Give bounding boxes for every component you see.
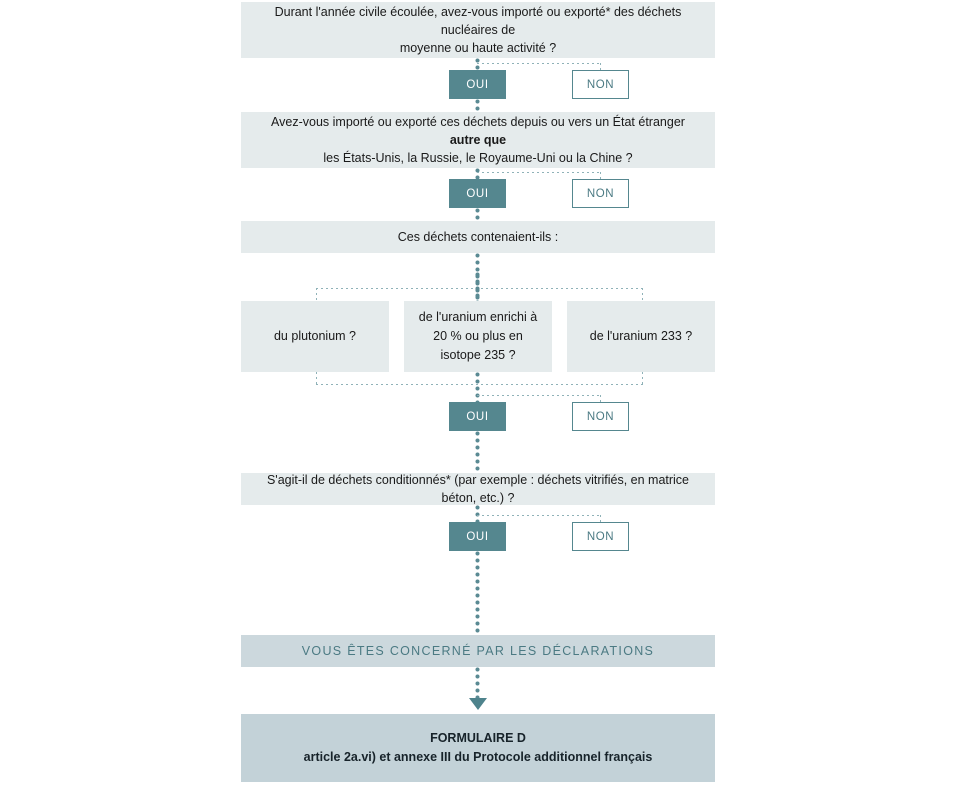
branch-q2-to-non2 <box>477 172 601 173</box>
question-3-line-1: Ces déchets contenaient-ils : <box>397 230 559 244</box>
connector-into-middle-option <box>475 272 480 301</box>
connector-oui2-to-q3 <box>475 208 480 221</box>
yes-button-1[interactable]: OUI <box>449 70 506 99</box>
bracket-options-bottom-right-leg <box>642 372 643 385</box>
yes-button-2[interactable]: OUI <box>449 179 506 208</box>
question-box-2: Avez-vous importé ou exporté ces déchets… <box>241 112 715 168</box>
branch-q4-to-non4 <box>477 515 601 516</box>
option-uranium-enrichi-line-2: à 20 % ou plus en <box>433 310 538 343</box>
connector-q2-to-oui2 <box>475 168 480 181</box>
connector-oui1-to-q2 <box>475 99 480 113</box>
no-button-1[interactable]: NON <box>572 70 629 99</box>
option-uranium-enrichi-line-1: de l'uranium enrichi <box>418 310 527 324</box>
connector-options-to-oui3 <box>475 372 480 403</box>
option-plutonium-label: du plutonium ? <box>273 329 356 343</box>
bracket-options-top-right-leg <box>642 288 643 301</box>
question-2-line-1-normal: Avez-vous importé ou exporté ces déchets… <box>271 115 685 129</box>
no-button-4[interactable]: NON <box>572 522 629 551</box>
option-box-uranium-233: de l'uranium 233 ? <box>567 301 715 372</box>
form-title: FORMULAIRE D <box>430 731 526 745</box>
bracket-options-bottom-left-leg <box>316 372 317 385</box>
question-box-3: Ces déchets contenaient-ils : <box>241 221 715 253</box>
arrow-head-icon <box>469 698 487 710</box>
yes-button-3[interactable]: OUI <box>449 402 506 431</box>
option-uranium-233-label: de l'uranium 233 ? <box>589 329 693 343</box>
option-uranium-enrichi-line-3: isotope 235 ? <box>440 348 516 362</box>
question-1-line-1: Durant l'année civile écoulée, avez-vous… <box>274 5 682 37</box>
form-result-box: FORMULAIRE D article 2a.vi) et annexe II… <box>241 714 715 782</box>
bracket-options-top-left-leg <box>316 288 317 301</box>
question-box-1: Durant l'année civile écoulée, avez-vous… <box>241 2 715 58</box>
connector-banner-to-form <box>475 667 480 700</box>
branch-leg-non4 <box>600 515 601 522</box>
no-button-2[interactable]: NON <box>572 179 629 208</box>
question-4-line-1: S'agit-il de déchets conditionnés* (par … <box>266 473 690 505</box>
branch-q1-to-non1 <box>477 63 601 64</box>
question-2-line-2: les États-Unis, la Russie, le Royaume-Un… <box>323 151 633 165</box>
question-1-line-2: moyenne ou haute activité ? <box>399 41 557 55</box>
branch-leg-non3 <box>600 395 601 402</box>
connector-oui4-to-banner <box>475 551 480 635</box>
option-box-plutonium: du plutonium ? <box>241 301 389 372</box>
result-banner: VOUS ÊTES CONCERNÉ PAR LES DÉCLARATIONS <box>241 635 715 667</box>
no-button-3[interactable]: NON <box>572 402 629 431</box>
form-subtitle: article 2a.vi) et annexe III du Protocol… <box>303 750 653 764</box>
connector-q1-to-oui1 <box>475 58 480 71</box>
question-box-4: S'agit-il de déchets conditionnés* (par … <box>241 473 715 505</box>
connector-oui3-to-q4 <box>475 431 480 473</box>
question-2-line-1-bold: autre que <box>449 133 507 147</box>
branch-leg-non2 <box>600 172 601 179</box>
connector-q4-to-oui4 <box>475 505 480 522</box>
question-2-line-1: Avez-vous importé ou exporté ces déchets… <box>255 113 701 149</box>
option-box-uranium-enrichi: de l'uranium enrichi à 20 % ou plus en i… <box>404 301 552 372</box>
branch-leg-non1 <box>600 63 601 70</box>
yes-button-4[interactable]: OUI <box>449 522 506 551</box>
branch-options-to-non3 <box>477 395 601 396</box>
